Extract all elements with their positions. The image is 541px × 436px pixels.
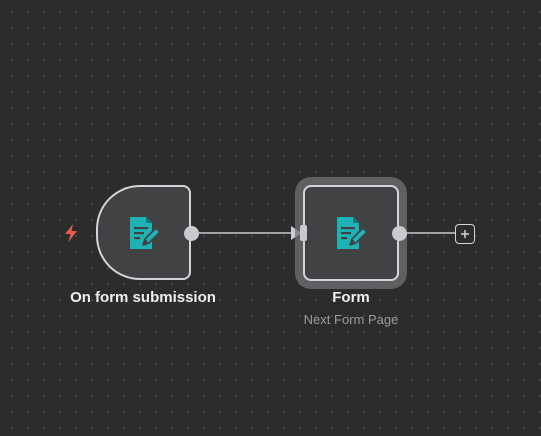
trigger-output-handle[interactable] [184, 226, 199, 241]
node-form[interactable] [303, 185, 399, 281]
form-input-handle[interactable] [300, 225, 307, 241]
form-output-handle[interactable] [392, 226, 407, 241]
plus-icon [461, 230, 469, 238]
form-icon [126, 215, 162, 251]
node-on-form-submission[interactable] [96, 185, 191, 280]
add-node-button[interactable]: + [455, 224, 475, 244]
node-label-on-form-submission: On form submission [70, 289, 216, 306]
node-subtitle-form: Next Form Page [303, 312, 399, 327]
form-icon [333, 215, 369, 251]
trigger-bolt-icon [62, 223, 80, 243]
node-label-form: Form [332, 289, 370, 306]
